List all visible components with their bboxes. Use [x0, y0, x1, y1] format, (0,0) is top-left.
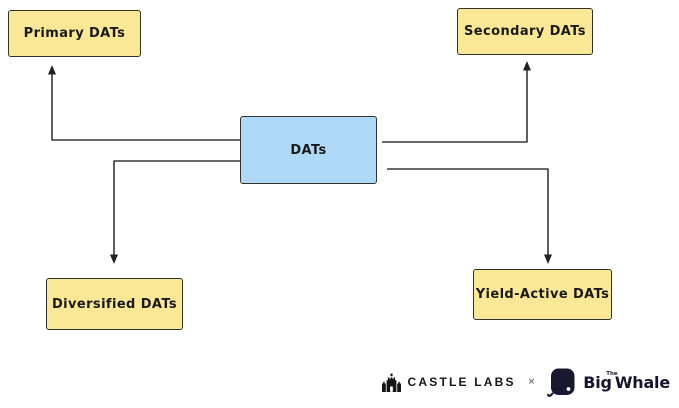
node-yield-label: Yield-Active DATs [475, 287, 610, 302]
node-primary-dats: Primary DATs [8, 10, 141, 57]
arrow-line-secondary [382, 68, 528, 143]
node-center-label: DATs [290, 142, 327, 158]
node-yield-active-dats: Yield-Active DATs [473, 269, 612, 320]
castle-labs-label: CASTLE LABS [407, 375, 516, 389]
arrow-line-primary [51, 72, 242, 141]
big-whale-word-whale: Whale [614, 372, 670, 392]
node-diversified-dats: Diversified DATs [46, 278, 183, 330]
big-whale-word-the: The [606, 370, 618, 377]
whale-icon [547, 368, 575, 397]
node-diversified-label: Diversified DATs [51, 296, 178, 312]
logo-separator: × [527, 377, 536, 387]
big-whale-word-big: Big [583, 372, 612, 392]
castle-icon [381, 373, 401, 392]
arrowhead-secondary-icon [523, 61, 531, 71]
arrow-line-yield [387, 168, 549, 256]
node-secondary-dats: Secondary DATs [457, 8, 593, 55]
arrowhead-yield-icon [544, 254, 552, 264]
node-secondary-label: Secondary DATs [464, 24, 586, 39]
node-dats-center: DATs [240, 116, 377, 184]
arrowhead-primary-icon [48, 65, 56, 75]
node-primary-label: Primary DATs [23, 26, 126, 41]
castle-labs-logo: CASTLE LABS [381, 372, 516, 393]
arrow-line-diversified [113, 160, 242, 256]
arrowhead-diversified-icon [110, 254, 118, 264]
